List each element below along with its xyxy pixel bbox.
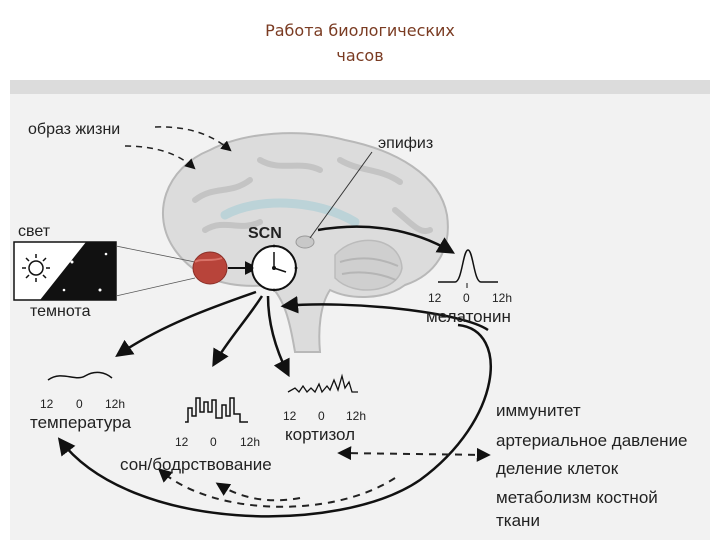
light-dark-box — [13, 241, 117, 301]
scn-label: SCN — [248, 225, 282, 242]
stars-icon — [62, 252, 108, 292]
cortisol-tick-12h: 12h — [346, 409, 366, 423]
pineal-pointer — [309, 151, 373, 239]
lifestyle-arrow-2 — [124, 145, 196, 170]
panel-top-band — [10, 80, 710, 94]
slide-title-line1: Работа биологических — [265, 21, 455, 40]
retina-eye — [192, 251, 228, 285]
lifestyle-arrow-1 — [154, 126, 232, 152]
slide-title-line2: часов — [336, 46, 384, 65]
pineal-label: эпифиз — [378, 135, 433, 152]
effect-immunity: иммунитет — [496, 401, 581, 420]
scn-clock-icon — [250, 244, 298, 292]
light-label: свет — [18, 223, 51, 240]
melatonin-curve — [438, 249, 498, 283]
slide-title: Работа биологических часов — [0, 18, 720, 68]
temperature-tick-12: 12 — [40, 397, 54, 411]
effects-to-cortisol-arrow — [337, 446, 491, 462]
brain-illustration — [161, 132, 449, 353]
melatonin-tick-12h: 12h — [492, 291, 512, 305]
feedback-loop-arrow — [57, 323, 492, 518]
cortisol-trace — [287, 373, 358, 394]
temperature-curve — [47, 371, 113, 381]
melatonin-tick-0: 0 — [463, 291, 470, 305]
cortisol-tick-12: 12 — [283, 409, 297, 423]
light-ray-bottom — [115, 277, 196, 297]
melatonin-label: мелатонин — [426, 307, 511, 326]
effect-cell-division: деление клеток — [496, 459, 619, 478]
effects-to-sleep-arrow — [215, 482, 301, 502]
effect-blood-pressure: артериальное давление — [496, 431, 688, 450]
melatonin-tick-12: 12 — [428, 291, 442, 305]
scn-to-sleep-arrow — [212, 295, 264, 368]
effect-bone-tissue: ткани — [496, 511, 540, 530]
sleep-label: сон/бодрствование — [120, 455, 272, 474]
sleep-tick-12h: 12h — [240, 435, 260, 449]
temperature-label: температура — [30, 413, 132, 432]
sleep-tick-0: 0 — [210, 435, 217, 449]
sun-icon — [22, 254, 50, 282]
effect-bone-metabolism: метаболизм костной — [496, 488, 658, 507]
temperature-tick-12h: 12h — [105, 397, 125, 411]
light-ray-top — [115, 245, 196, 263]
lifestyle-label: образ жизни — [28, 121, 120, 138]
sleep-tick-12: 12 — [175, 435, 189, 449]
scn-to-cortisol-arrow — [266, 295, 290, 378]
melatonin-feedback-arrow — [280, 296, 489, 332]
cortisol-tick-0: 0 — [318, 409, 325, 423]
scn-to-temperature-arrow — [115, 290, 257, 357]
sleep-wake-trace — [185, 397, 248, 423]
temperature-tick-0: 0 — [76, 397, 83, 411]
effects-to-temperature-arrow — [157, 468, 396, 508]
dark-label: темнота — [30, 303, 91, 320]
cortisol-label: кортизол — [285, 425, 355, 444]
scn-to-melatonin-arrow — [317, 225, 456, 254]
